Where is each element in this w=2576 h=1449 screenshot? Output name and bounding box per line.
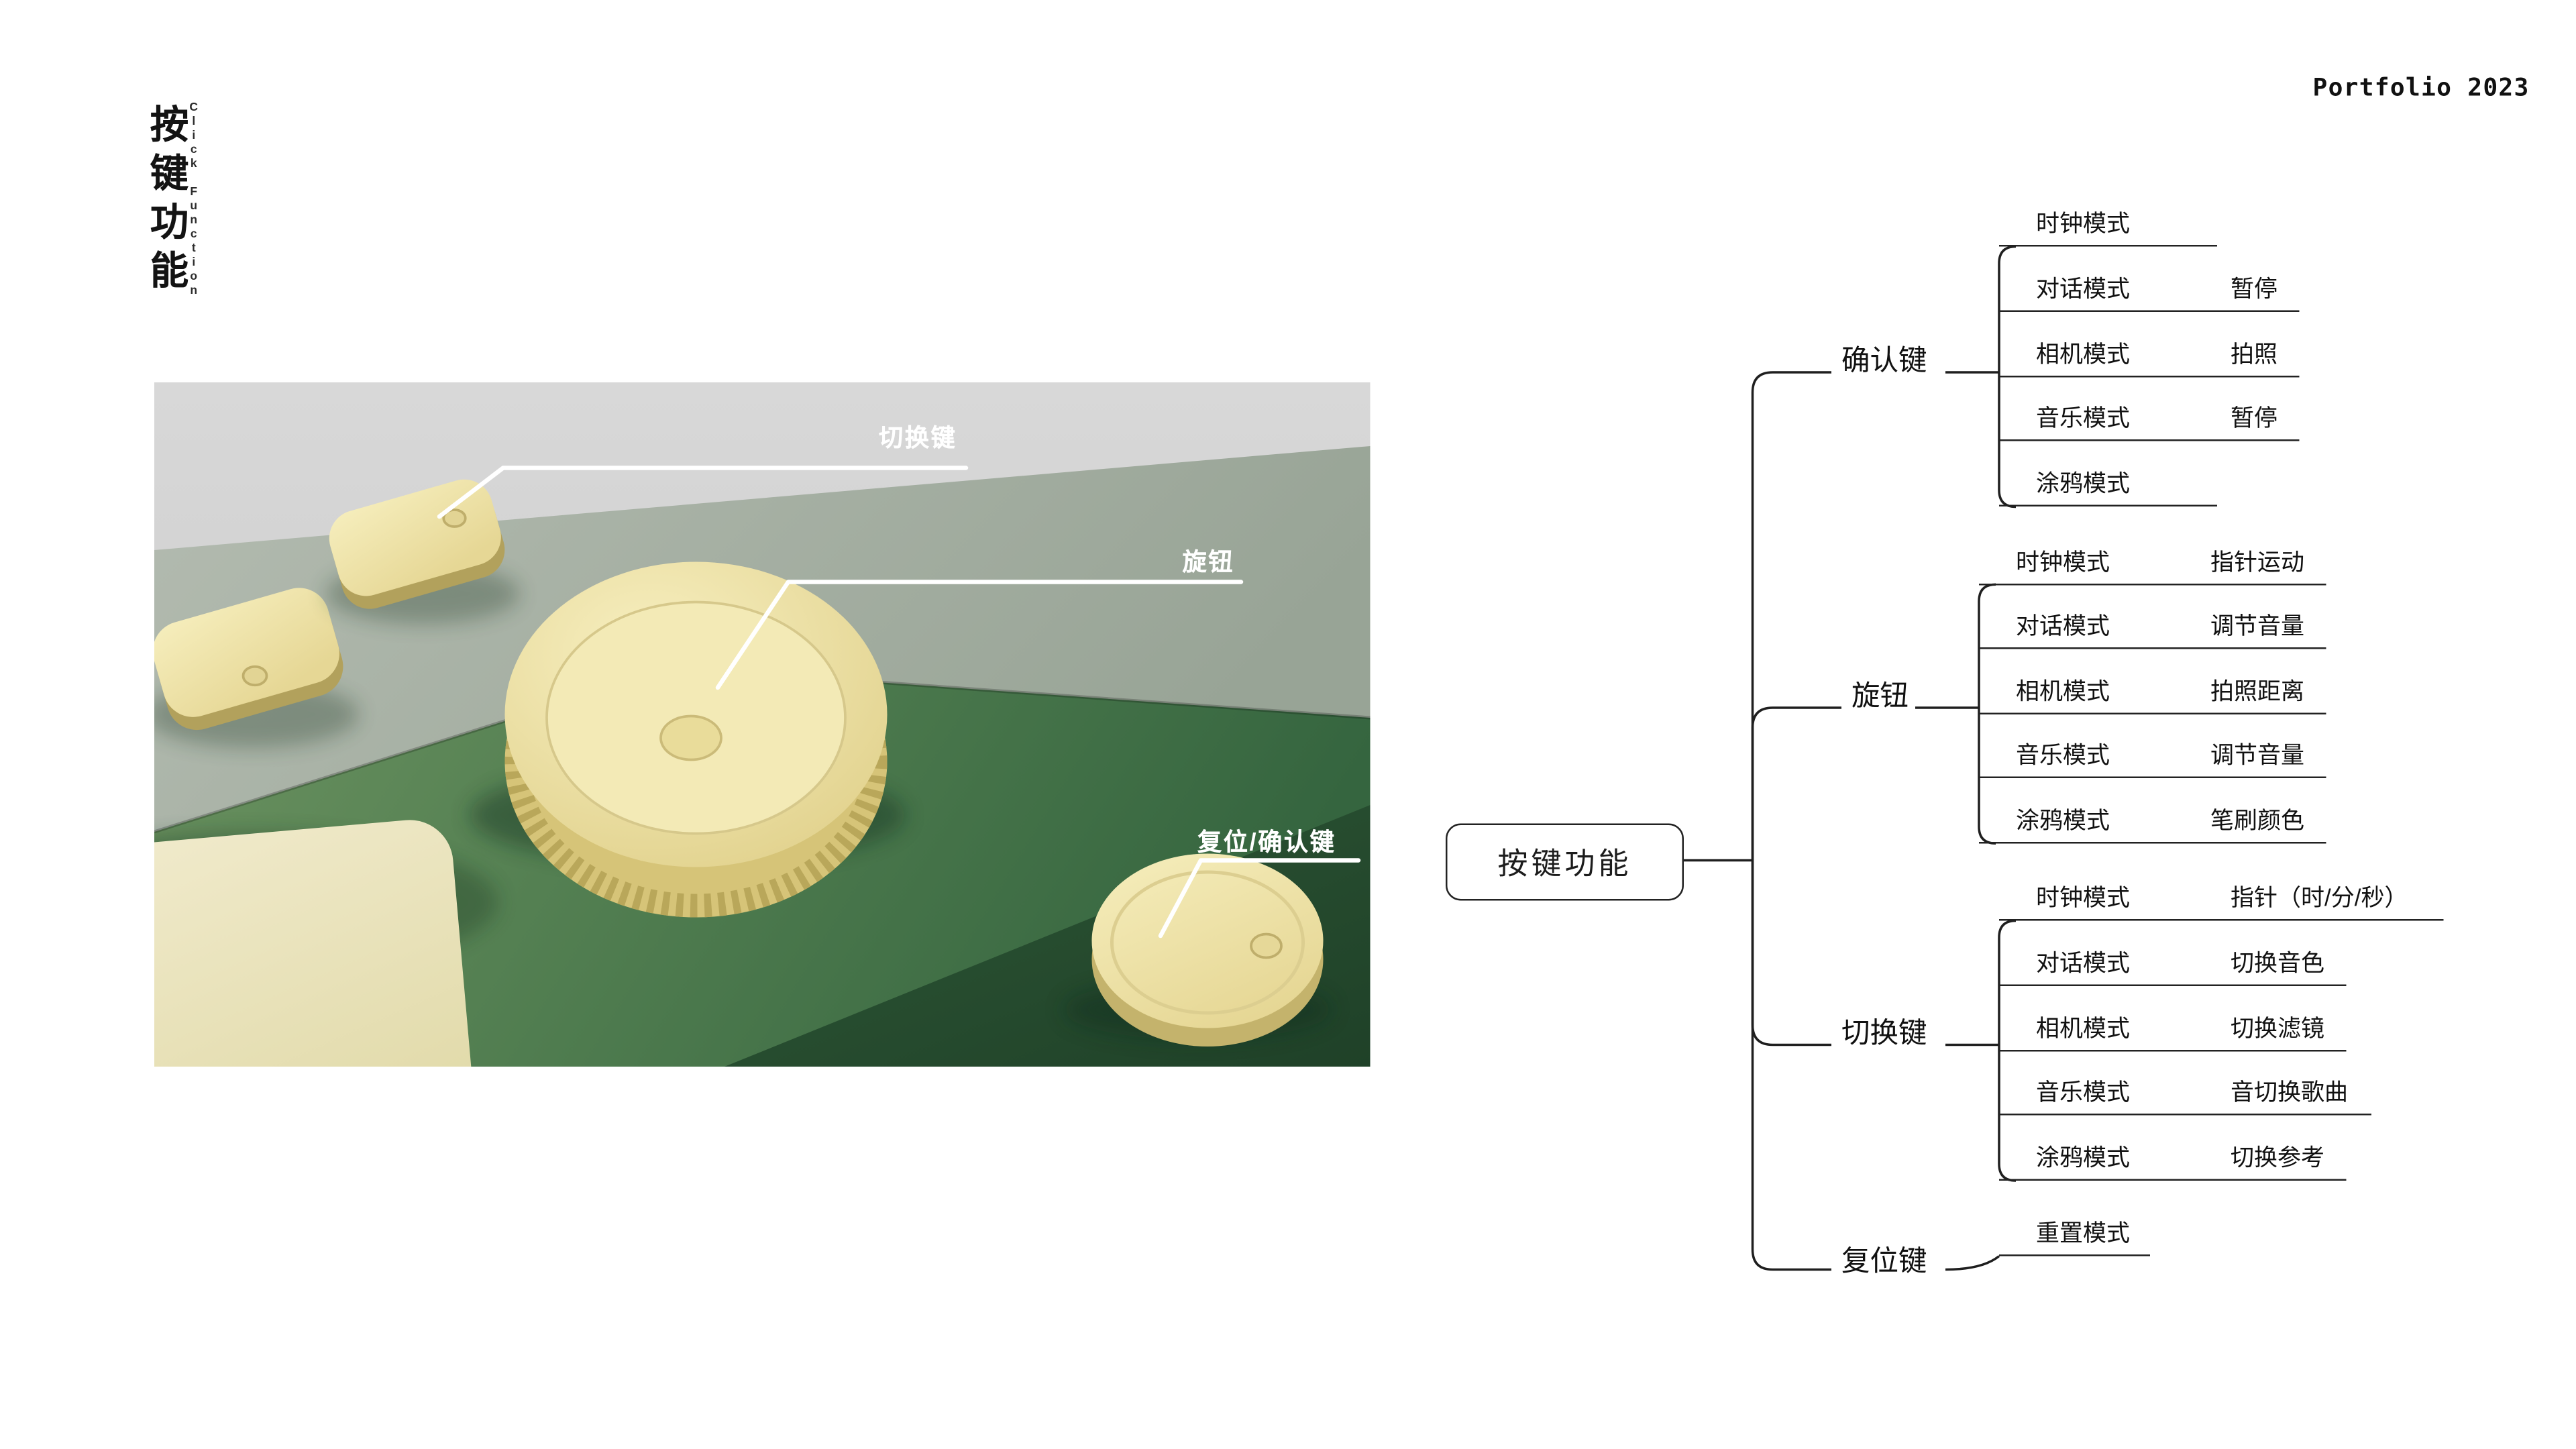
mindmap-row: 涂鸦模式 笔刷颜色 <box>1979 793 2326 844</box>
page-subtitle: Click Function <box>188 102 200 300</box>
mindmap-row: 音乐模式 调节音量 <box>1979 729 2326 779</box>
mindmap-row: 音乐模式 音切换歌曲 <box>1999 1065 2371 1116</box>
mindmap-row: 时钟模式 指针（时/分/秒） <box>1999 871 2444 921</box>
mode-label: 对话模式 <box>2016 612 2110 639</box>
mindmap-row: 相机模式 切换滤镜 <box>1999 1000 2347 1051</box>
function-label: 调节音量 <box>2210 612 2304 639</box>
device-body <box>154 820 475 1067</box>
mindmap-row: 音乐模式 暂停 <box>1999 391 2299 442</box>
callout-switch-key: 切换键 <box>879 426 957 453</box>
mode-label: 相机模式 <box>2036 339 2130 367</box>
button-left <box>154 588 343 731</box>
mindmap-row: 时钟模式 <box>1999 197 2217 247</box>
mode-label: 音乐模式 <box>2036 1079 2130 1106</box>
branch-label: 切换键 <box>1841 1017 1927 1049</box>
mode-label: 时钟模式 <box>2036 209 2130 237</box>
branch-label: 旋钮 <box>1851 680 1909 712</box>
function-label: 调节音量 <box>2210 741 2304 769</box>
mode-label: 重置模式 <box>2036 1219 2130 1246</box>
branch-label: 复位键 <box>1841 1245 1927 1277</box>
function-label: 切换参考 <box>2231 1144 2324 1171</box>
mindmap-row: 涂鸦模式 切换参考 <box>1999 1130 2347 1181</box>
mode-label: 时钟模式 <box>2036 883 2130 911</box>
function-label: 音切换歌曲 <box>2231 1079 2348 1106</box>
knob <box>504 561 888 918</box>
product-render: 切换键 旋钮 复位/确认键 <box>154 382 1371 1067</box>
callout-lines <box>437 466 1361 938</box>
mode-label: 涂鸦模式 <box>2016 806 2110 834</box>
callout-knob: 旋钮 <box>1182 550 1234 577</box>
function-label: 指针（时/分/秒） <box>2231 883 2408 911</box>
mindmap-row: 对话模式 暂停 <box>1999 261 2299 312</box>
mode-label: 音乐模式 <box>2016 741 2110 769</box>
mindmap-row: 相机模式 拍照 <box>1999 326 2299 377</box>
function-label: 指针运动 <box>2210 547 2304 575</box>
function-label: 切换音色 <box>2231 949 2324 976</box>
mindmap-row: 涂鸦模式 <box>1999 456 2217 507</box>
page-title: 按键功能 <box>144 104 188 299</box>
mode-label: 对话模式 <box>2036 274 2130 302</box>
mode-label: 相机模式 <box>2016 677 2110 704</box>
mode-label: 涂鸦模式 <box>2036 470 2130 497</box>
mode-label: 时钟模式 <box>2016 547 2110 575</box>
mindmap-row: 时钟模式 指针运动 <box>1979 534 2326 585</box>
function-label: 拍照距离 <box>2210 677 2304 704</box>
mode-label: 涂鸦模式 <box>2036 1144 2130 1171</box>
product-render-image <box>154 382 1371 1067</box>
confirm-button <box>1091 853 1324 1046</box>
mode-label: 相机模式 <box>2036 1014 2130 1041</box>
mindmap-row: 对话模式 切换音色 <box>1999 935 2347 986</box>
mindmap-root-node: 按键功能 <box>1446 823 1684 901</box>
function-label: 拍照 <box>2231 339 2277 367</box>
mode-label: 音乐模式 <box>2036 405 2130 432</box>
mindmap-row: 重置模式 <box>1999 1206 2150 1256</box>
mode-label: 对话模式 <box>2036 949 2130 976</box>
portfolio-badge: Portfolio 2023 <box>2312 75 2530 103</box>
mindmap-row: 对话模式 调节音量 <box>1979 599 2326 649</box>
function-label: 笔刷颜色 <box>2210 806 2304 834</box>
function-label: 暂停 <box>2231 405 2277 432</box>
branch-label: 确认键 <box>1841 344 1927 377</box>
function-label: 暂停 <box>2231 274 2277 302</box>
function-label: 切换滤镜 <box>2231 1014 2324 1041</box>
mindmap-row: 相机模式 拍照距离 <box>1979 663 2326 714</box>
callout-reset-confirm-key: 复位/确认键 <box>1197 830 1336 857</box>
